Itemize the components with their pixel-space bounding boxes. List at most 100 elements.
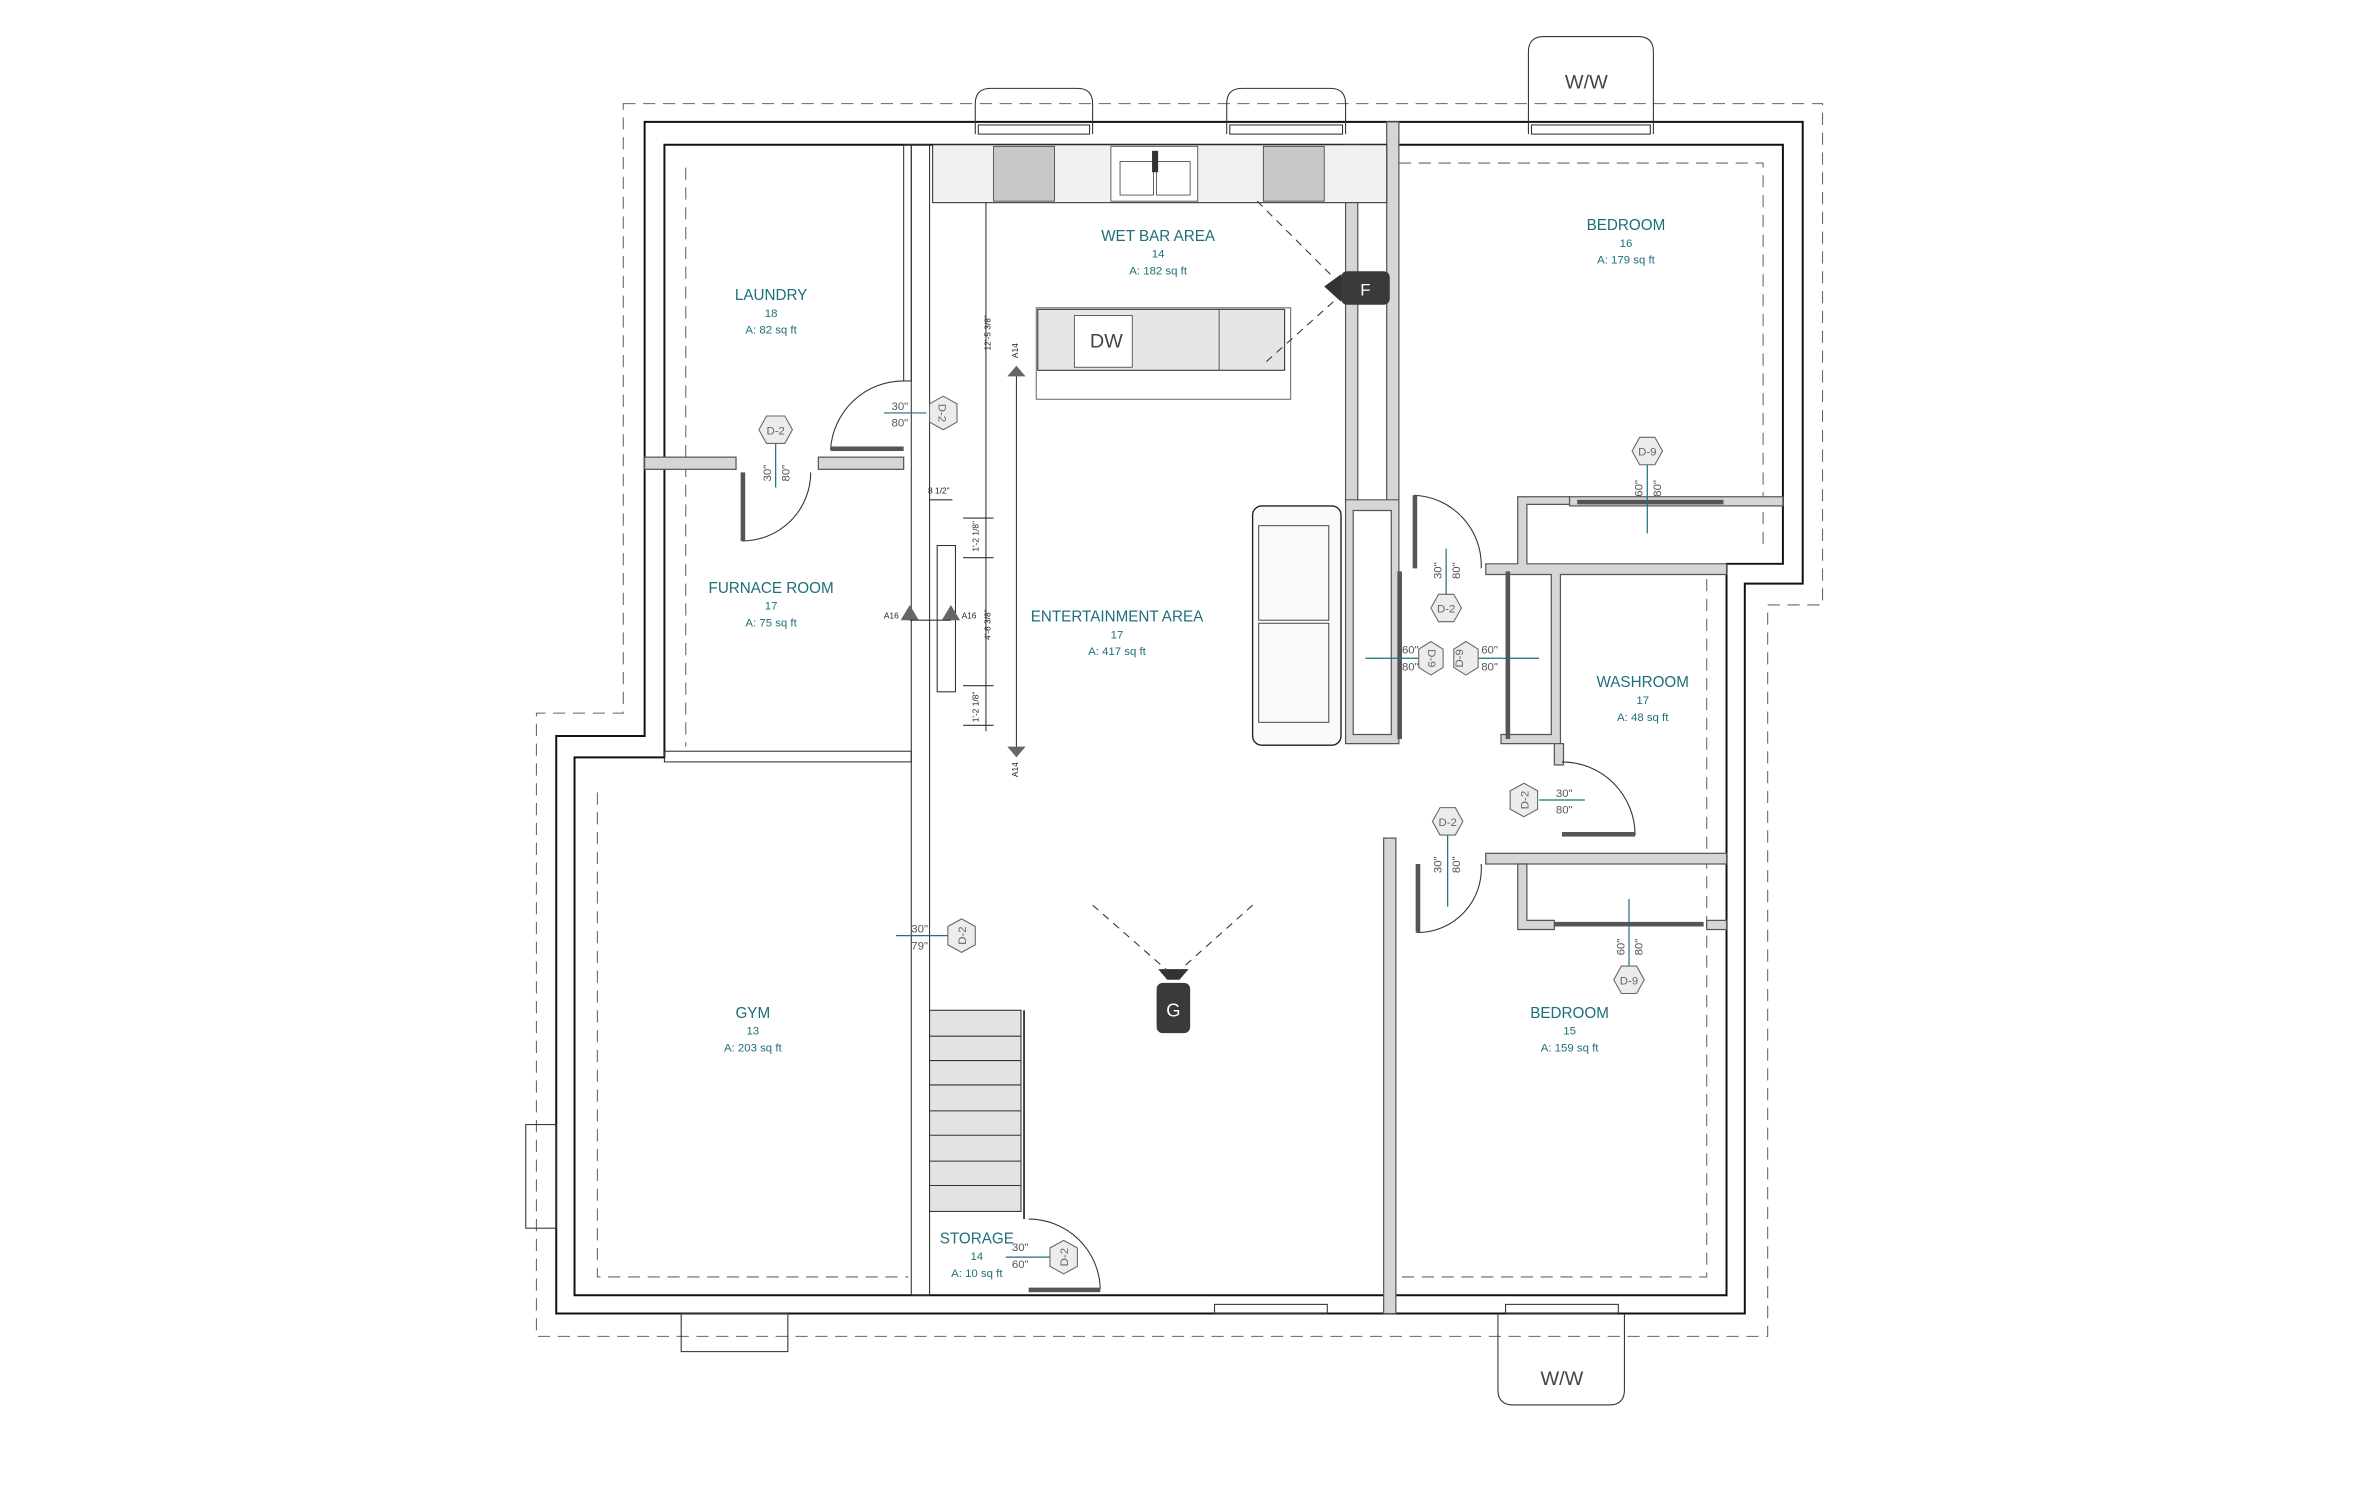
door-tag-washroom: D-2 30" 80" [1509, 782, 1585, 818]
svg-text:30": 30" [762, 465, 774, 482]
svg-text:80": 80" [780, 465, 792, 482]
door-tag-closet-right: D-9 60" 80" [1453, 640, 1540, 676]
door-tag-bedroom: D-2 30" 80" [1430, 548, 1463, 623]
svg-text:D-2: D-2 [1438, 817, 1456, 829]
svg-text:30": 30" [1433, 562, 1445, 579]
svg-text:WASHROOM: WASHROOM [1596, 674, 1688, 691]
section-marker-label: A16 [884, 611, 899, 621]
svg-text:D-9: D-9 [1638, 447, 1656, 459]
svg-text:A: 75 sq ft: A: 75 sq ft [745, 617, 797, 629]
room-label-bedroom-16: BEDROOM 16 A: 179 sq ft [1587, 217, 1666, 267]
exterior-wall-inner [573, 143, 1784, 1297]
door-tag-storage: D-2 30" 60" [1005, 1239, 1078, 1275]
svg-text:D-2: D-2 [1437, 604, 1455, 616]
svg-text:F: F [1360, 281, 1370, 300]
svg-text:16: 16 [1620, 238, 1633, 250]
window-label-bottom: W/W [1541, 1368, 1584, 1390]
svg-text:80": 80" [1481, 661, 1498, 673]
section-marker-label: A14 [1010, 343, 1020, 358]
svg-text:80": 80" [1402, 661, 1419, 673]
section-marker-label: A14 [1010, 762, 1020, 777]
svg-text:80": 80" [1652, 480, 1664, 497]
svg-text:30": 30" [1012, 1242, 1029, 1254]
room-label-gym: GYM 13 A: 203 sq ft [724, 1005, 783, 1055]
svg-text:A: 417 sq ft: A: 417 sq ft [1088, 646, 1147, 658]
svg-text:17: 17 [1111, 629, 1124, 641]
svg-text:60": 60" [1402, 645, 1419, 657]
svg-text:A: 179 sq ft: A: 179 sq ft [1597, 255, 1656, 267]
svg-text:D-9: D-9 [1620, 975, 1638, 987]
svg-text:D-2: D-2 [766, 425, 784, 437]
svg-text:GYM: GYM [735, 1005, 770, 1022]
svg-text:30": 30" [1556, 788, 1573, 800]
room-label-storage: STORAGE 14 A: 10 sq ft [940, 1230, 1014, 1280]
svg-text:STORAGE: STORAGE [940, 1230, 1014, 1247]
windows [525, 36, 1654, 1406]
door-tag-bedroom-15: D-2 30" 80" [1431, 807, 1464, 907]
room-label-laundry: LAUNDRY 18 A: 82 sq ft [735, 287, 807, 337]
doors [740, 380, 1724, 1293]
door-tag-bedroom-closet: D-9 60" 80" [1631, 436, 1664, 534]
door-tag-closet-left: D-9 60" 80" [1365, 640, 1444, 676]
kitchen-island [1035, 307, 1292, 400]
door-tag-bedroom-15-closet: D-9 60" 80" [1613, 899, 1646, 995]
svg-text:D-2: D-2 [936, 404, 948, 422]
svg-text:BEDROOM: BEDROOM [1530, 1005, 1609, 1022]
svg-text:BEDROOM: BEDROOM [1587, 217, 1666, 234]
gym-dashed [596, 792, 909, 1278]
exterior-dashed-outline [535, 103, 1824, 1337]
camera-f-marker: F [1324, 271, 1390, 305]
dimension-label: 1'-2 1/8" [970, 521, 980, 552]
dimension-label: 8 1/2" [928, 486, 950, 496]
svg-text:D-2: D-2 [957, 926, 969, 944]
svg-text:D-2: D-2 [1059, 1248, 1071, 1266]
svg-text:30": 30" [891, 401, 908, 413]
svg-text:30": 30" [911, 924, 928, 936]
wet-bar-cabinets [932, 144, 1388, 204]
svg-text:A: 182 sq ft: A: 182 sq ft [1129, 265, 1188, 277]
window-label-top: W/W [1565, 71, 1608, 93]
svg-text:80": 80" [891, 418, 908, 430]
svg-text:WET BAR AREA: WET BAR AREA [1101, 228, 1216, 245]
svg-text:A: 10 sq ft: A: 10 sq ft [951, 1268, 1003, 1280]
svg-text:60": 60" [1615, 939, 1627, 956]
dimension-lines [929, 202, 1026, 758]
svg-text:60": 60" [1634, 480, 1646, 497]
room-label-furnace-room: FURNACE ROOM 17 A: 75 sq ft [709, 580, 834, 630]
interior-walls [644, 121, 1784, 1315]
svg-text:LAUNDRY: LAUNDRY [735, 287, 807, 304]
dimension-label: 1'-2 1/8" [970, 692, 980, 723]
svg-text:30": 30" [1433, 856, 1445, 873]
couch [1251, 505, 1342, 746]
bedroom2-dashed [1398, 579, 1708, 1278]
svg-text:A: 159 sq ft: A: 159 sq ft [1541, 1042, 1600, 1054]
svg-text:G: G [1166, 999, 1180, 1020]
svg-text:60": 60" [1012, 1259, 1029, 1271]
svg-text:18: 18 [765, 308, 778, 320]
svg-text:A: 48 sq ft: A: 48 sq ft [1617, 712, 1669, 724]
svg-text:13: 13 [746, 1026, 759, 1038]
svg-text:A: 82 sq ft: A: 82 sq ft [745, 325, 797, 337]
dimension-label: 4'-6 3/8" [983, 609, 993, 640]
svg-text:79": 79" [911, 940, 928, 952]
dimension-label: 12'-5 3/8" [983, 315, 993, 350]
section-markers [900, 604, 961, 621]
svg-text:14: 14 [970, 1251, 983, 1263]
stairs [929, 1009, 1025, 1220]
door-tag-laundry: D-2 30" 80" [758, 415, 794, 488]
exterior-wall-outer [555, 120, 1804, 1315]
svg-text:D-2: D-2 [1519, 791, 1531, 809]
bedroom-dashed [1398, 162, 1764, 546]
svg-text:17: 17 [765, 601, 778, 613]
section-marker-label: A16 [962, 611, 977, 621]
svg-text:80": 80" [1556, 805, 1573, 817]
svg-text:A: 203 sq ft: A: 203 sq ft [724, 1042, 783, 1054]
svg-text:FURNACE ROOM: FURNACE ROOM [709, 580, 834, 597]
camera-g-view [1092, 904, 1253, 970]
svg-text:D-9: D-9 [1425, 649, 1437, 667]
